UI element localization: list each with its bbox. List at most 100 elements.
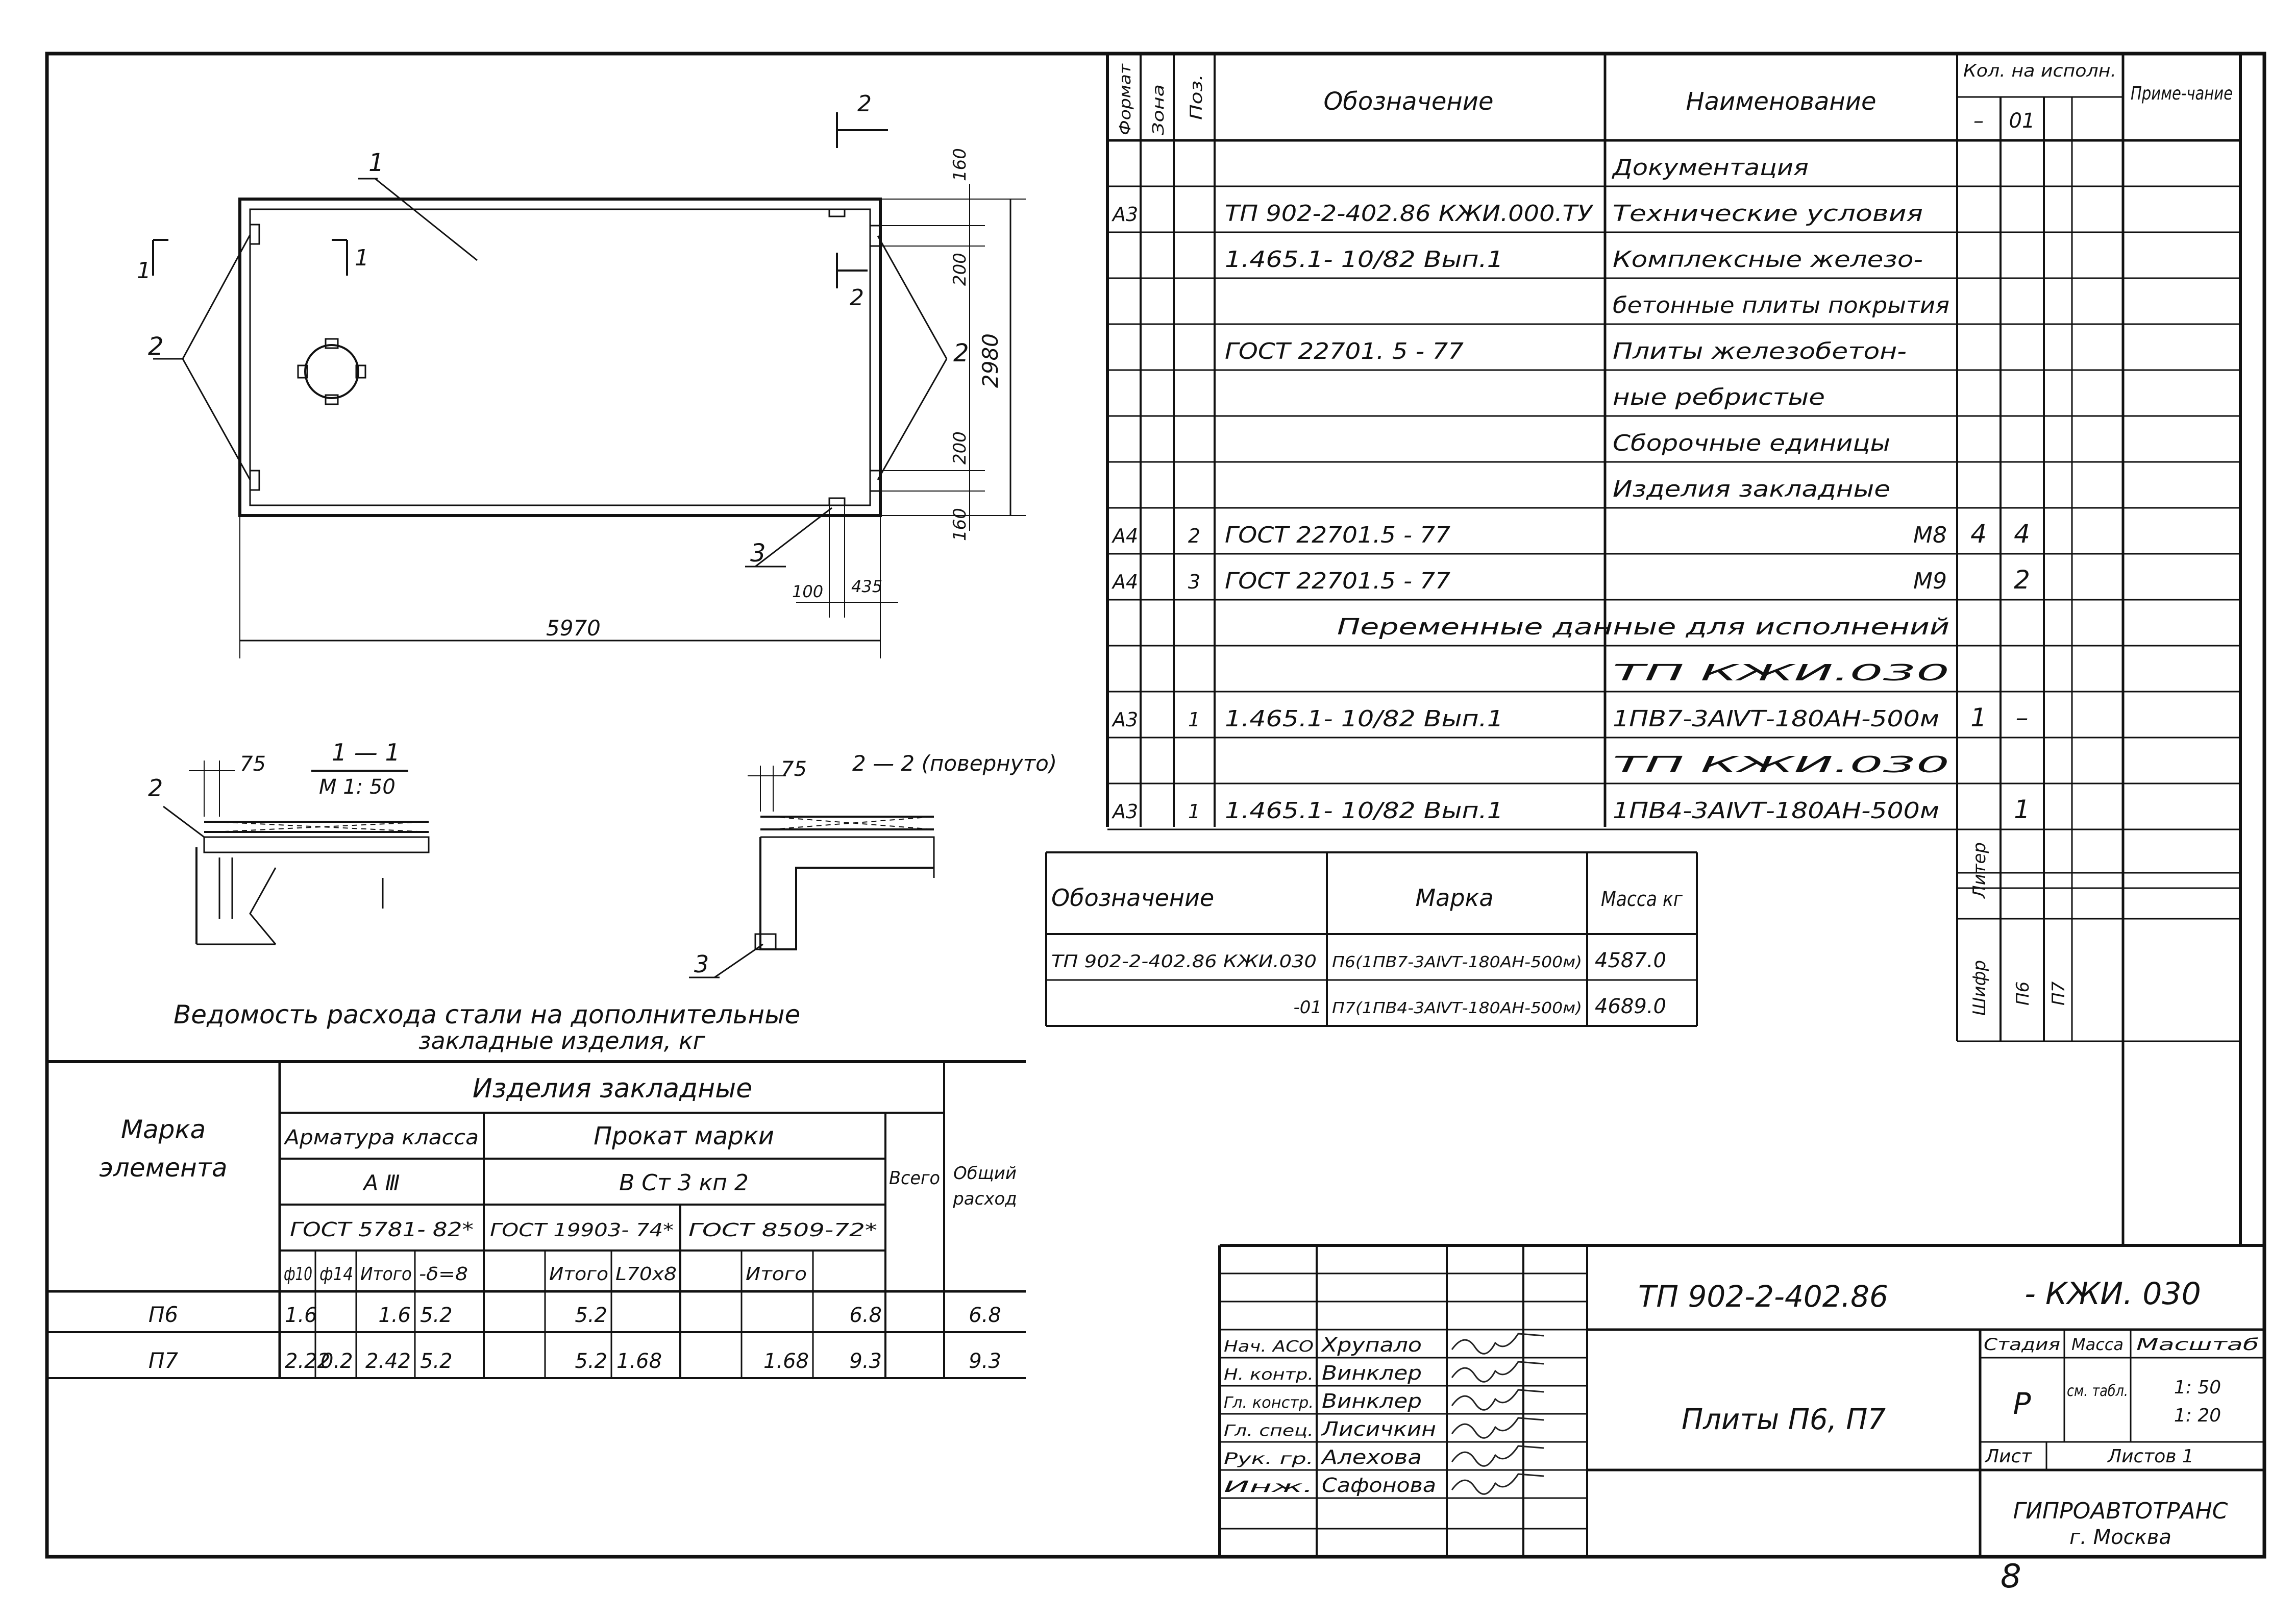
steel-header-mark-2: элемента [99,1153,227,1183]
steel-subheader: ф10 [284,1264,312,1285]
spec-cell-qty-01: 2 [2014,565,2030,595]
embed-plate [249,224,260,245]
dim-200-bot: 200 [950,431,970,464]
spec-cell-designation: ГОСТ 22701. 5 - 77 [1225,338,1464,364]
steel-header-armatura: Арматура класса [283,1126,479,1149]
signature-mark [1451,1333,1544,1355]
spec-cell-qty-1: 4 [1970,519,1987,549]
spec-cell-qty-01: 4 [2014,519,2030,549]
signature-mark [1451,1445,1544,1467]
label-cut1-left: 1 [137,258,151,284]
steel-row-overall: 9.3 [969,1350,1001,1373]
embed-plate [869,225,881,247]
steel-subheader: Итого [360,1264,412,1285]
title-stage: Р [2013,1386,2031,1421]
spec-header-name: Наименование [1686,87,1876,116]
steel-header-steel: В Ст 3 кп 2 [619,1170,749,1196]
title-scale-2: 1: 20 [2174,1405,2221,1426]
title-person-name: Винклер [1322,1362,1422,1384]
steel-header-gost2: ГОСТ 19903- 74* [490,1220,674,1241]
opening-circle [304,344,359,399]
spec-cell-designation: 1.465.1- 10/82 Вып.1 [1225,247,1503,273]
spec-cell-name: М8 [1913,522,1947,548]
spec-header-format: Формат [1117,63,1134,135]
dim-160-top: 160 [950,148,970,181]
spec-cell-designation: ГОСТ 22701.5 - 77 [1225,568,1450,594]
steel-row-value: 2.42 [365,1350,411,1373]
title-mass-header: Масса [2071,1335,2124,1354]
mass-cell-mark: П7(1ПВ4-3АⅣТ-180АН-500м) [1332,999,1582,1017]
steel-header-items: Изделия закладные [473,1073,752,1104]
spec-cell-format: А3 [1111,708,1138,731]
steel-header-class: А Ⅲ [362,1170,400,1195]
spec-cell-name: М9 [1913,568,1947,594]
steel-row-value: 5.2 [420,1304,453,1327]
title-person-name: Винклер [1322,1390,1422,1412]
steel-header-overall-2: расход [952,1189,1017,1209]
steel-row-total: 9.3 [849,1350,882,1373]
slab-outline [238,198,882,517]
dim-200-top: 200 [950,253,970,286]
title-org: ГИПРОАВТОТРАНС [2013,1498,2228,1524]
steel-row-value: 1.68 [763,1350,809,1373]
spec-cell-format: А3 [1111,203,1138,226]
steel-header-total: Всего [889,1168,940,1189]
spec-header-qty: Кол. на исполн. [1963,61,2116,81]
steel-row-value: 5.2 [575,1350,607,1373]
dim-100: 100 [792,582,823,601]
spec-cell-qty-01: – [2016,703,2029,732]
embed-plate [828,497,846,506]
spec-header-designation: Обозначение [1323,87,1493,116]
steel-row-value: 2.22 [285,1350,330,1373]
spec-cell-name: бетонные плиты покрытия [1613,292,1949,318]
spec-cell-name: Комплексные железо- [1613,247,1923,273]
section1-title: 1 — 1 [332,739,400,766]
embed-plate [828,208,846,217]
spec-p6: П6 [2013,982,2033,1006]
plan-labels: 1 2 2 3 1 1 2 2 5970 2980 160 200 200 16… [137,91,1003,641]
title-person-role: Нач. АСО [1224,1338,1314,1356]
title-sheet-header: Лист [1984,1446,2032,1467]
steel-row-mark: П6 [149,1302,178,1327]
steel-title-line1: Ведомость расхода стали на дополнительны… [174,1000,800,1029]
steel-row-overall: 6.8 [969,1304,1001,1327]
section2-title: 2 — 2 (повернуто) [852,751,1057,776]
label-pos3: 3 [750,539,766,568]
steel-table-title: Ведомость расхода стали на дополнительны… [174,1000,800,1055]
spec-cell-pos: 1 [1188,800,1200,823]
steel-subheader: -δ=8 [419,1264,468,1285]
signature-mark [1451,1417,1544,1439]
mass-header-mass: Масса кг [1601,888,1683,911]
spec-cell-name: Технические условия [1613,201,1923,227]
steel-subheader: Итого [746,1264,807,1285]
steel-row-value: 0.2 [320,1350,353,1373]
spec-header-qty-dash: – [1973,109,1984,133]
title-scale-header: Масштаб [2136,1335,2259,1354]
spec-cell-pos: 2 [1188,525,1200,547]
spec-cell-format: А4 [1111,525,1138,547]
spec-cell-designation: 1.465.1- 10/82 Вып.1 [1225,798,1503,824]
spec-cell-designation: 1.465.1- 10/82 Вып.1 [1225,706,1503,732]
mass-cell-designation: -01 [1293,997,1322,1018]
title-mass: см. табл. [2067,1382,2128,1400]
spec-cell-designation: ТП 902-2-402.86 КЖИ.000.ТУ [1225,201,1594,227]
title-person-name: Сафонова [1322,1474,1436,1497]
loop [325,394,339,405]
spec-cell-name: ТП КЖИ.030 [1613,660,1949,686]
spec-cell-qty-01: 1 [2014,795,2030,824]
spec-cell-name: 1ПВ7-3АⅣТ-180АН-500м [1613,706,1939,732]
title-person-role: Н. контр. [1224,1366,1314,1384]
steel-row-value: 5.2 [575,1304,607,1327]
spec-cell-name: ные ребристые [1613,384,1825,410]
label-pos1: 1 [368,149,384,177]
spec-header-pos: Поз. [1187,74,1206,120]
title-person-role: Рук. гр. [1224,1450,1314,1468]
spec-cell-name: Изделия закладные [1613,476,1890,502]
spec-liter: Литер [1969,842,1990,899]
mass-cell-mass: 4689.0 [1595,995,1666,1018]
spec-shifr: Шифр [1969,960,1990,1016]
